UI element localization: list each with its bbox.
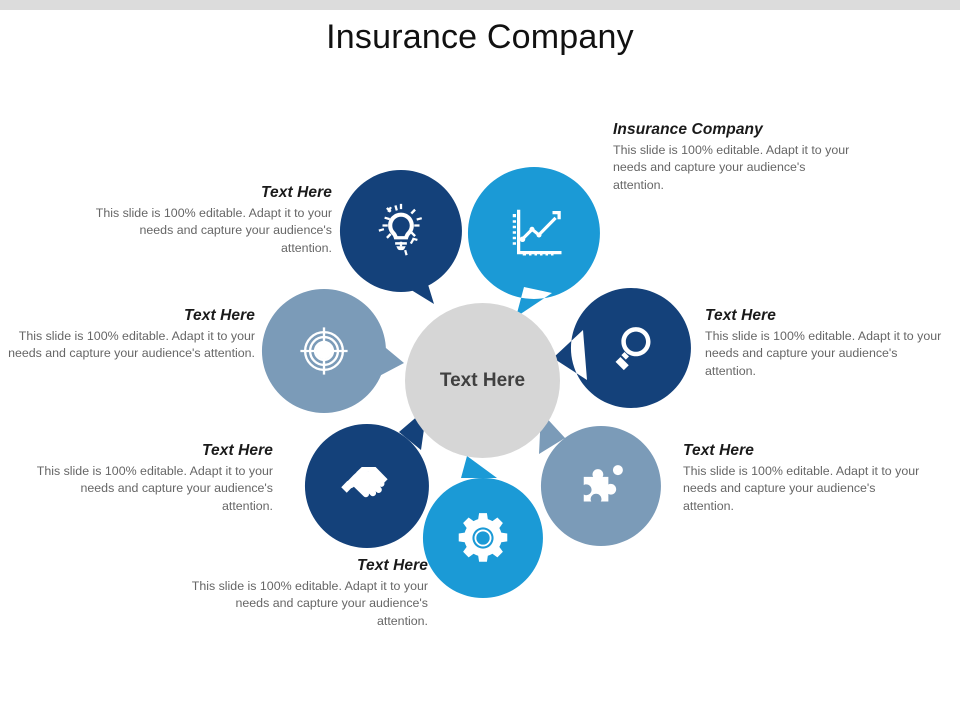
handshake-icon [341, 467, 388, 498]
text-block-body: This slide is 100% editable. Adapt it to… [36, 464, 273, 513]
text-block-heading: Text Here [261, 184, 332, 201]
center-hub[interactable]: Text Here [405, 303, 560, 458]
puzzle-pieces-icon [583, 465, 623, 502]
bubble-shape-gear [422, 456, 543, 598]
bubble-shape-handshake [304, 408, 429, 548]
bubble-node-magnifier[interactable] [553, 284, 693, 419]
bubble-node-handshake[interactable] [303, 408, 448, 548]
text-block-body: This slide is 100% editable. Adapt it to… [683, 464, 920, 513]
text-block-body: This slide is 100% editable. Adapt it to… [95, 206, 332, 255]
text-block-puzzle: Text Here This slide is 100% editable. A… [683, 442, 923, 515]
bubble-shape-target [261, 289, 404, 413]
text-block-body: This slide is 100% editable. Adapt it to… [191, 579, 428, 628]
bubble-node-lightbulb[interactable] [338, 168, 478, 318]
bubble-node-gear[interactable] [415, 456, 550, 601]
page-title: Insurance Company [326, 18, 634, 56]
growth-chart-icon [512, 209, 562, 256]
text-block-lightbulb: Text Here This slide is 100% editable. A… [92, 184, 332, 257]
magnifying-glass-icon [615, 327, 651, 371]
text-block-heading: Text Here [683, 442, 754, 459]
text-block-heading: Text Here [357, 557, 428, 574]
target-center-dot [316, 343, 332, 359]
text-block-gear: Text Here This slide is 100% editable. A… [188, 557, 428, 630]
text-block-growth-chart: Insurance Company This slide is 100% edi… [613, 121, 853, 194]
center-hub-label: Text Here [439, 369, 526, 391]
bubble-node-growth-chart[interactable] [466, 165, 611, 320]
text-block-body: This slide is 100% editable. Adapt it to… [8, 329, 255, 361]
text-block-heading: Text Here [705, 307, 776, 324]
text-block-heading: Insurance Company [613, 121, 763, 138]
radial-bubble-diagram: Text Here [0, 90, 960, 660]
gear-icon [458, 513, 508, 562]
text-block-heading: Text Here [184, 307, 255, 324]
top-decorative-bar [0, 0, 960, 10]
text-block-heading: Text Here [202, 442, 273, 459]
bubble-shape-puzzle [539, 412, 661, 546]
text-block-body: This slide is 100% editable. Adapt it to… [705, 329, 942, 378]
bubble-node-target[interactable] [258, 285, 408, 425]
text-block-target: Text Here This slide is 100% editable. A… [7, 307, 255, 363]
text-block-magnifier: Text Here This slide is 100% editable. A… [705, 307, 945, 380]
text-block-body: This slide is 100% editable. Adapt it to… [613, 143, 850, 192]
text-block-handshake: Text Here This slide is 100% editable. A… [33, 442, 273, 515]
bubble-shape-magnifier [553, 288, 691, 408]
lightbulb-gear-icon [378, 203, 423, 256]
bubble-shape-lightbulb [339, 170, 462, 304]
bubble-node-puzzle[interactable] [527, 412, 667, 552]
bubble-shape-growth-chart [467, 167, 600, 317]
